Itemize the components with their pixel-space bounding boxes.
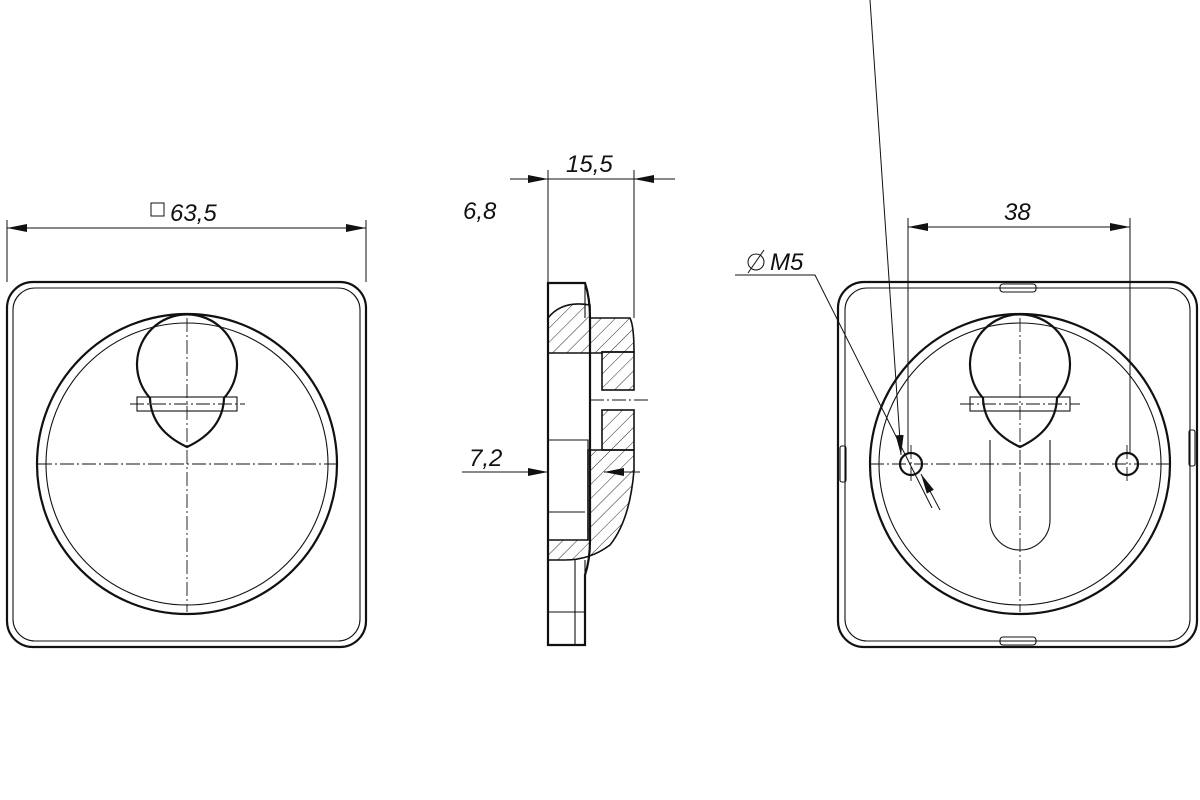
- front-view-plain: 63,5: [5, 200, 368, 649]
- thread-leader-line: [735, 274, 933, 509]
- plate-outline: [5, 280, 368, 649]
- square-symbol-icon: [150, 202, 165, 217]
- thread-leader-arrow-a: [869, 0, 904, 456]
- rim-depth-label: 6,8: [463, 198, 497, 225]
- inner-step-label: 7,2: [469, 445, 502, 472]
- notch-right: [1188, 429, 1196, 467]
- section-hatch-bottom: [547, 449, 635, 561]
- plate-size-label: 63,5: [170, 200, 217, 227]
- section-hatch-top: [547, 303, 635, 354]
- plate-outline: [836, 280, 1199, 649]
- screw-spacing-label: 38: [1004, 199, 1031, 226]
- notch-bottom: [999, 636, 1037, 646]
- notch-top: [999, 283, 1037, 293]
- plate-inner-edge: [844, 287, 1191, 642]
- diameter-symbol-icon: [747, 253, 765, 271]
- notch-left: [839, 445, 847, 483]
- total-depth-label: 15,5: [566, 151, 613, 178]
- section-hatch-insert-top: [601, 351, 635, 391]
- thread-leader-arrow-b: [920, 473, 941, 511]
- plate-inner-edge: [12, 287, 361, 642]
- diameter-symbol-stroke: [747, 249, 765, 274]
- section-hatch-insert-mid: [601, 409, 635, 451]
- side-section-view: 15,5 6,8 7,2: [462, 151, 675, 647]
- section-step-lower: [548, 439, 589, 540]
- thread-size-label: M5: [770, 249, 804, 276]
- front-view-cylinder: 38 M5: [735, 0, 1199, 649]
